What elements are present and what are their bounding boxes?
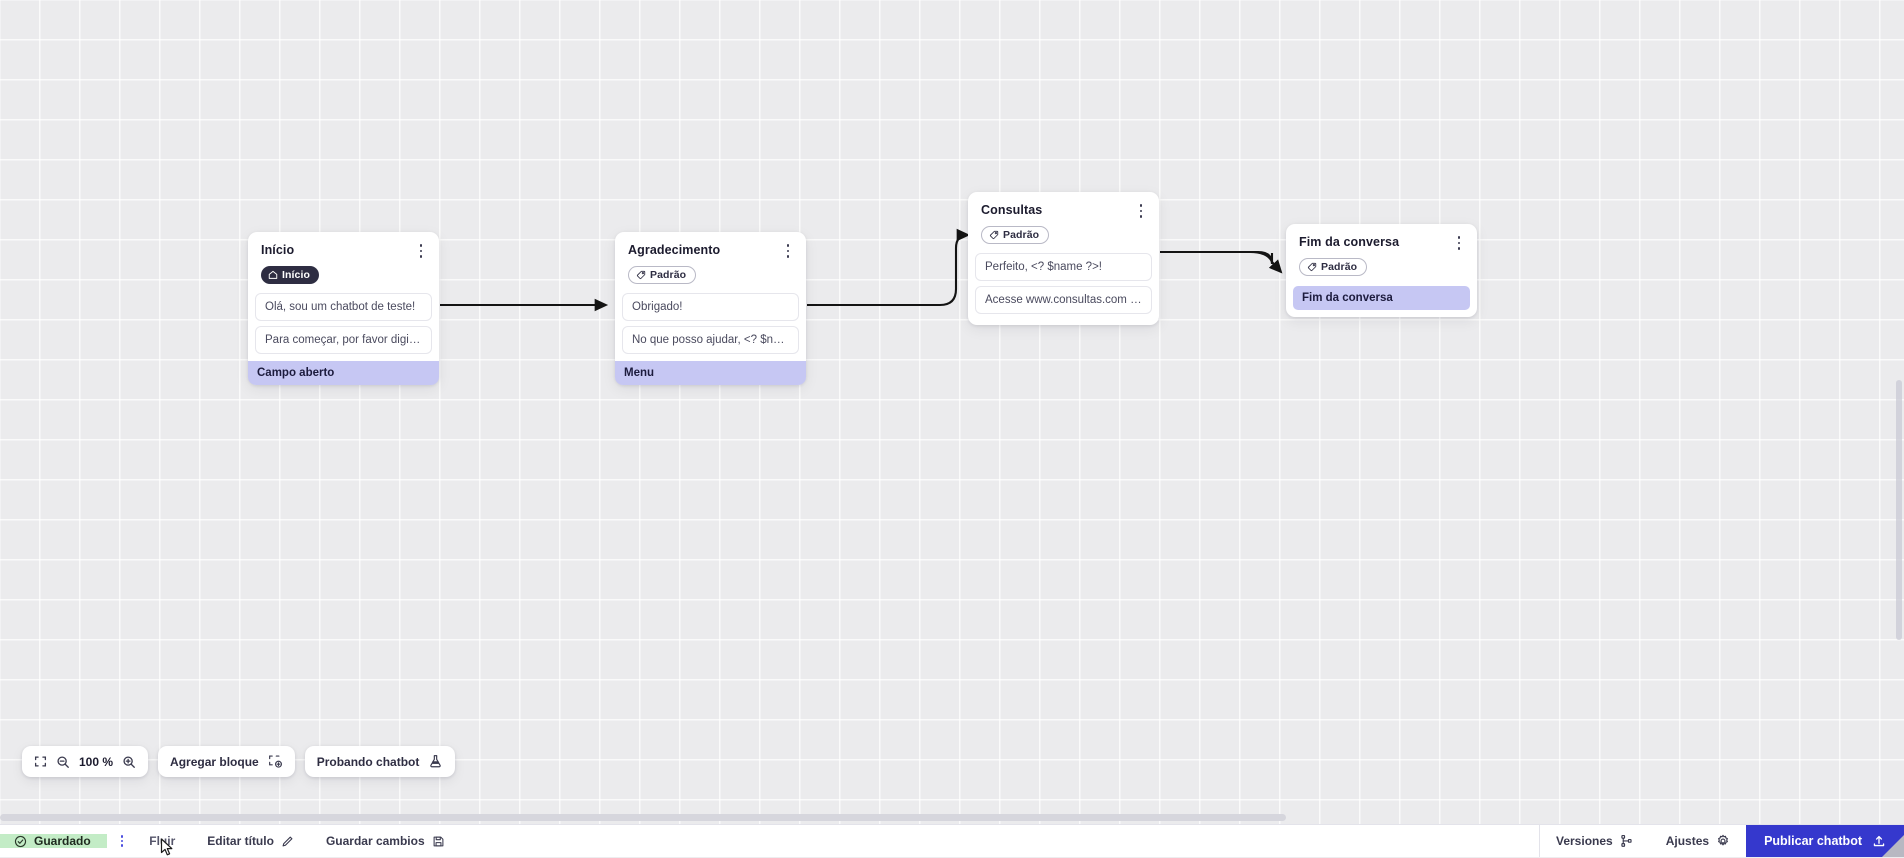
save-changes-label: Guardar cambios	[326, 834, 425, 848]
tag-icon	[989, 230, 999, 240]
flask-icon	[428, 754, 443, 769]
node-message[interactable]: No que posso ajudar, <? $name ...	[622, 326, 799, 354]
flow-node-agradecimento[interactable]: Agradecimento Padrão Obrigado! No que po…	[615, 232, 806, 385]
test-chatbot-button[interactable]: Probando chatbot	[305, 746, 456, 777]
test-chatbot-label: Probando chatbot	[317, 755, 420, 769]
node-header: Consultas	[968, 201, 1159, 219]
saved-status-badge: Guardado	[0, 834, 107, 848]
node-header: Fim da conversa	[1286, 233, 1477, 251]
node-badge-row: Padrão	[615, 259, 806, 285]
save-icon	[432, 835, 445, 848]
node-badge-row: Padrão	[1286, 251, 1477, 286]
node-message[interactable]: Perfeito, <? $name ?>!	[975, 253, 1152, 281]
pencil-icon	[281, 835, 294, 848]
fit-screen-icon[interactable]	[34, 755, 47, 768]
node-badge-row: Padrão	[968, 219, 1159, 245]
flow-node-fim-da-conversa[interactable]: Fim da conversa Padrão Fim da conversa	[1286, 224, 1477, 317]
vertical-dots-icon[interactable]	[107, 835, 134, 847]
zoom-out-icon[interactable]	[56, 755, 70, 769]
versions-button[interactable]: Versiones	[1540, 825, 1650, 857]
status-bar-spacer	[461, 825, 1540, 857]
edit-title-button[interactable]: Editar título	[191, 825, 310, 857]
check-circle-icon	[14, 835, 27, 848]
node-badge-inicio[interactable]: Início	[261, 266, 319, 284]
settings-button[interactable]: Ajustes	[1650, 825, 1746, 857]
status-bar-left: Guardado Fluir Editar título Guardar cam…	[0, 825, 461, 857]
node-badge-padrao[interactable]: Padrão	[981, 226, 1049, 244]
node-chip-fim-da-conversa[interactable]: Fim da conversa	[1293, 286, 1470, 310]
saved-status-label: Guardado	[34, 834, 91, 848]
branch-icon	[1620, 834, 1634, 848]
zoom-level-label: 100 %	[79, 755, 113, 769]
node-badge-label: Padrão	[1321, 261, 1357, 273]
zoom-controls-group: 100 %	[22, 746, 148, 777]
canvas-toolbar: 100 % Agregar bloque Probando chatbot	[22, 746, 455, 777]
gear-icon	[1716, 834, 1730, 848]
node-badge-label: Padrão	[650, 269, 686, 281]
edit-title-label: Editar título	[207, 834, 274, 848]
node-menu-icon[interactable]	[1134, 203, 1148, 219]
horizontal-scrollbar[interactable]	[0, 814, 1286, 821]
add-block-label: Agregar bloque	[170, 755, 259, 769]
node-body: Perfeito, <? $name ?>! Acesse www.consul…	[968, 245, 1159, 321]
node-menu-icon[interactable]	[1452, 235, 1466, 251]
node-body: Fim da conversa	[1286, 286, 1477, 317]
node-badge-padrao[interactable]: Padrão	[628, 266, 696, 284]
node-chip-campo-aberto[interactable]: Campo aberto	[248, 361, 439, 385]
node-header: Agradecimento	[615, 241, 806, 259]
node-badge-row: Início	[248, 259, 439, 285]
node-message[interactable]: Obrigado!	[622, 293, 799, 321]
node-title: Início	[261, 243, 294, 258]
window-resize-grip[interactable]	[1882, 835, 1904, 857]
node-header: Início	[248, 241, 439, 259]
tab-fluir[interactable]: Fluir	[133, 825, 191, 857]
node-badge-label: Início	[282, 269, 310, 281]
tab-fluir-label: Fluir	[149, 834, 175, 848]
tag-icon	[1307, 262, 1317, 272]
save-changes-button[interactable]: Guardar cambios	[310, 825, 461, 857]
node-chip-menu[interactable]: Menu	[615, 361, 806, 385]
versions-label: Versiones	[1556, 834, 1613, 848]
status-bar-right: Versiones Ajustes Publicar chatbot	[1540, 825, 1904, 857]
node-body: Olá, sou um chatbot de teste! Para começ…	[248, 285, 439, 361]
bottom-status-bar: Guardado Fluir Editar título Guardar cam…	[0, 824, 1904, 857]
vertical-scrollbar[interactable]	[1896, 380, 1902, 640]
flow-node-consultas[interactable]: Consultas Padrão Perfeito, <? $name ?>! …	[968, 192, 1159, 325]
add-block-icon	[268, 754, 283, 769]
node-message[interactable]: Olá, sou um chatbot de teste!	[255, 293, 432, 321]
node-menu-icon[interactable]	[781, 243, 795, 259]
node-title: Agradecimento	[628, 243, 720, 258]
home-icon	[268, 270, 278, 280]
publish-chatbot-label: Publicar chatbot	[1764, 834, 1862, 848]
publish-chatbot-button[interactable]: Publicar chatbot	[1746, 825, 1904, 857]
tag-icon	[636, 270, 646, 280]
node-title: Consultas	[981, 203, 1042, 218]
flow-canvas[interactable]: Início Início Olá, sou um chatbot de tes…	[0, 0, 1904, 824]
flow-node-inicio[interactable]: Início Início Olá, sou um chatbot de tes…	[248, 232, 439, 385]
node-badge-padrao[interactable]: Padrão	[1299, 258, 1367, 276]
node-badge-label: Padrão	[1003, 229, 1039, 241]
node-message[interactable]: Para começar, por favor digite o ...	[255, 326, 432, 354]
node-menu-icon[interactable]	[414, 243, 428, 259]
node-body: Obrigado! No que posso ajudar, <? $name …	[615, 285, 806, 361]
settings-label: Ajustes	[1666, 834, 1709, 848]
add-block-button[interactable]: Agregar bloque	[158, 746, 295, 777]
node-title: Fim da conversa	[1299, 235, 1399, 250]
connector-edges	[0, 0, 1904, 824]
node-message[interactable]: Acesse www.consultas.com par...	[975, 286, 1152, 314]
zoom-in-icon[interactable]	[122, 755, 136, 769]
